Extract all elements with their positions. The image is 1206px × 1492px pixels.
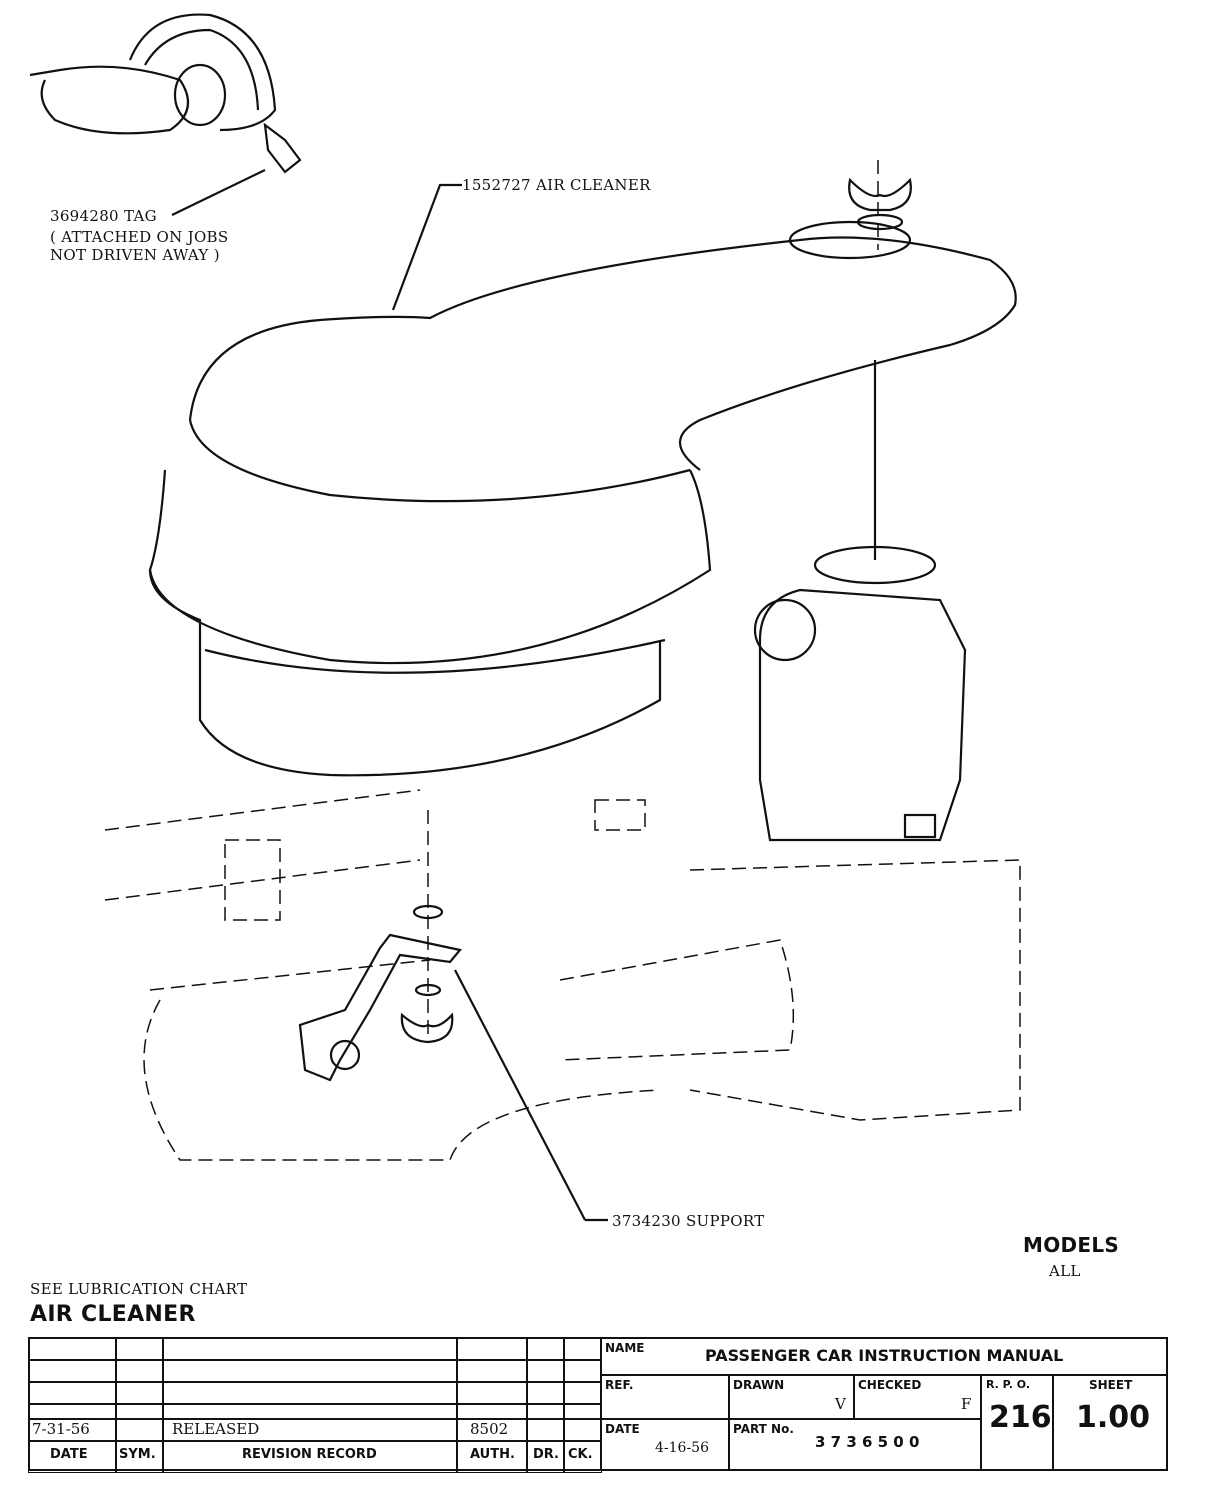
date-value: 4-16-56 <box>655 1440 709 1456</box>
sheet-value: 1.00 <box>1076 1400 1151 1435</box>
revision-cell <box>563 1359 602 1383</box>
checked-value: F <box>961 1395 972 1413</box>
drawn-value: V <box>835 1395 846 1413</box>
revision-cell <box>563 1381 602 1405</box>
revision-cell <box>28 1381 117 1405</box>
revision-cell <box>115 1337 164 1361</box>
revision-cell <box>28 1359 117 1383</box>
revision-cell <box>115 1418 164 1442</box>
revision-cell <box>456 1359 528 1383</box>
ref-label: REF. <box>605 1378 634 1392</box>
revision-cell <box>28 1337 117 1361</box>
revision-cell <box>162 1440 458 1473</box>
tag-inset-drawing <box>29 13 302 174</box>
part-label: PART No. <box>733 1422 794 1436</box>
revision-cell <box>526 1418 565 1442</box>
revision-cell <box>162 1403 458 1420</box>
engine-outline <box>104 789 1021 1161</box>
carburetor <box>753 545 967 842</box>
revision-cell <box>526 1381 565 1405</box>
lubrication-note: SEE LUBRICATION CHART <box>30 1280 248 1298</box>
revision-cell <box>563 1337 602 1361</box>
revision-cell <box>526 1337 565 1361</box>
name-label: NAME <box>605 1341 645 1355</box>
revision-cell <box>162 1359 458 1383</box>
page-title: AIR CLEANER <box>30 1302 196 1327</box>
revision-cell <box>526 1440 565 1473</box>
manual-name: PASSENGER CAR INSTRUCTION MANUAL <box>705 1346 1064 1365</box>
revision-cell <box>162 1381 458 1405</box>
rpo-label: R. P. O. <box>986 1378 1031 1391</box>
revision-cell <box>115 1440 164 1473</box>
checked-label: CHECKED <box>858 1378 922 1392</box>
support-bracket <box>298 810 463 1082</box>
air-cleaner-body <box>148 220 1017 777</box>
models-label: MODELS <box>1023 1233 1120 1257</box>
header-date: DATE <box>50 1447 88 1462</box>
revision-cell <box>115 1359 164 1383</box>
revision-cell <box>115 1403 164 1420</box>
header-revision-record: REVISION RECORD <box>242 1447 377 1462</box>
revision-cell <box>526 1359 565 1383</box>
tag-callout: 3694280 TAG <box>50 207 157 225</box>
revision-date: 7-31-56 <box>32 1420 90 1438</box>
revision-cell <box>456 1440 528 1473</box>
revision-auth: 8502 <box>470 1420 509 1438</box>
tag-callout-note: NOT DRIVEN AWAY ) <box>50 246 220 264</box>
revision-cell <box>28 1403 117 1420</box>
wing-nut-top <box>848 160 912 560</box>
revision-cell <box>456 1381 528 1405</box>
air-cleaner-callout: 1552727 AIR CLEANER <box>462 176 651 194</box>
revision-cell <box>456 1337 528 1361</box>
header-ck: CK. <box>568 1447 593 1462</box>
revision-cell <box>162 1418 458 1442</box>
sheet-label: SHEET <box>1089 1378 1133 1392</box>
revision-cell <box>115 1381 164 1405</box>
revision-record: RELEASED <box>172 1420 260 1438</box>
support-callout: 3734230 SUPPORT <box>612 1212 765 1230</box>
revision-cell <box>456 1418 528 1442</box>
tag-callout-note: ( ATTACHED ON JOBS <box>50 228 229 246</box>
revision-cell <box>563 1418 602 1442</box>
date-label: DATE <box>605 1422 640 1436</box>
part-number: 3 7 3 6 5 0 0 <box>815 1433 920 1451</box>
models-value: ALL <box>1049 1262 1081 1280</box>
drawn-label: DRAWN <box>733 1378 785 1392</box>
header-dr: DR. <box>533 1447 559 1462</box>
rpo-value: 216 <box>989 1400 1052 1435</box>
revision-cell <box>526 1403 565 1420</box>
revision-cell <box>28 1440 117 1473</box>
leader-lines <box>171 169 608 1222</box>
header-sym: SYM. <box>119 1447 156 1462</box>
revision-cell <box>28 1418 117 1442</box>
header-auth: AUTH. <box>470 1447 515 1462</box>
revision-cell <box>456 1403 528 1420</box>
revision-cell <box>162 1337 458 1361</box>
